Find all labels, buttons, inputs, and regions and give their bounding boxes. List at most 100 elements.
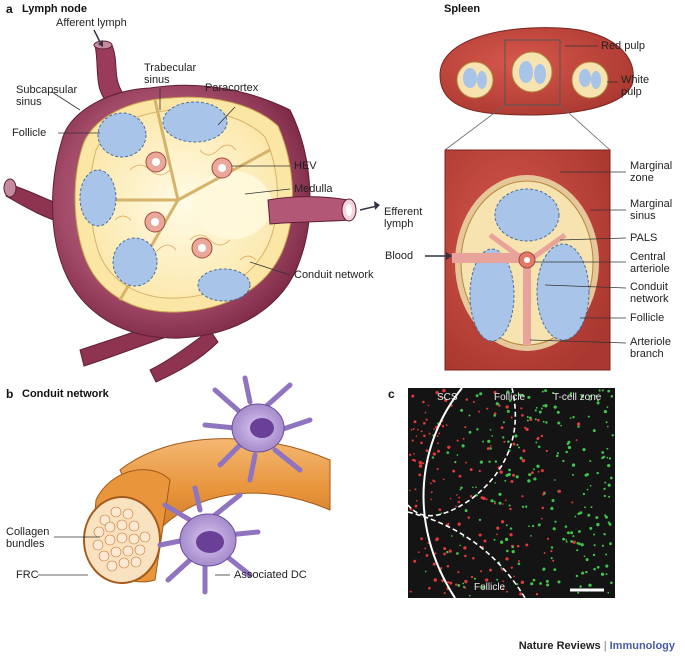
green-cell-dot (468, 430, 472, 434)
green-cell-dot (505, 524, 508, 527)
green-cell-dot (541, 390, 544, 393)
red-cell-dot (500, 520, 505, 524)
red-cell-dot (421, 462, 425, 465)
footer-separator: | (603, 640, 607, 652)
red-cell-dot (496, 526, 500, 530)
red-cell-dot (519, 592, 523, 596)
green-cell-dot (533, 477, 537, 481)
green-cell-dot (508, 468, 511, 472)
red-cell-dot (525, 427, 529, 432)
green-cell-dot (596, 471, 599, 475)
red-cell-dot (457, 571, 460, 574)
green-cell-dot (539, 582, 542, 585)
green-cell-dot (567, 445, 572, 450)
green-cell-dot (479, 392, 483, 396)
red-cell-dot (485, 498, 488, 501)
green-cell-dot (552, 527, 556, 531)
red-cell-dot (494, 502, 497, 505)
red-cell-dot (422, 421, 426, 425)
green-cell-dot (515, 475, 519, 479)
green-cell-dot (581, 571, 585, 575)
green-cell-dot (603, 494, 606, 498)
red-cell-dot (445, 424, 448, 426)
green-cell-dot (572, 535, 575, 538)
green-cell-dot (496, 578, 499, 581)
paracortex-label: Paracortex (205, 82, 259, 94)
red-cell-dot (500, 426, 504, 430)
green-cell-dot (596, 565, 600, 569)
green-cell-dot (537, 523, 541, 527)
green-cell-dot (479, 460, 484, 464)
green-cell-dot (527, 479, 531, 483)
red-cell-dot (510, 416, 513, 419)
green-cell-dot (528, 473, 532, 477)
arteriole-branch-label-1: Arteriole (630, 336, 671, 348)
green-cell-dot (459, 488, 462, 491)
red-cell-dot (432, 562, 436, 566)
green-cell-dot (550, 506, 554, 511)
red-cell-dot (443, 591, 446, 595)
red-cell-dot (456, 439, 459, 442)
green-cell-dot (607, 483, 611, 487)
green-cell-dot (443, 396, 446, 399)
green-cell-dot (517, 562, 521, 566)
marginal-sinus-label-1: Marginal (630, 198, 673, 210)
green-cell-dot (509, 399, 512, 402)
arteriole-branch-label-2: branch (630, 348, 664, 360)
green-cell-dot (589, 394, 592, 398)
green-cell-dot (457, 583, 461, 587)
red-cell-dot (506, 590, 508, 593)
green-cell-dot (603, 532, 606, 536)
red-cell-dot (455, 583, 458, 586)
green-cell-dot (500, 567, 503, 569)
conduit-network-spleen-label-2: network (630, 293, 669, 305)
lymph-node-illustration (3, 29, 380, 383)
red-cell-dot (537, 436, 540, 440)
green-cell-dot (518, 393, 522, 397)
follicle-top-label: Follicle (494, 392, 526, 403)
green-cell-dot (535, 406, 538, 409)
green-cell-dot (487, 439, 491, 444)
green-cell-dot (431, 456, 435, 459)
red-cell-dot (478, 533, 482, 537)
red-cell-dot (413, 559, 417, 563)
red-cell-dot (496, 533, 498, 536)
red-cell-dot (504, 499, 507, 502)
green-cell-dot (493, 414, 496, 417)
green-cell-dot (535, 441, 538, 444)
red-cell-dot (425, 418, 428, 421)
red-cell-dot (518, 560, 520, 563)
green-cell-dot (493, 500, 496, 503)
dc-associated (157, 485, 261, 595)
green-cell-dot (569, 392, 573, 395)
red-cell-dot (446, 565, 450, 568)
green-cell-dot (545, 579, 549, 583)
green-cell-dot (555, 454, 559, 458)
green-cell-dot (587, 415, 590, 418)
red-cell-dot (418, 464, 423, 468)
green-cell-dot (586, 472, 589, 476)
central-arteriole-label-1: Central (630, 251, 666, 263)
red-cell-dot (449, 581, 453, 585)
conduit-illustration (38, 375, 331, 595)
scs-label: SCS (437, 392, 458, 403)
green-cell-dot (544, 404, 548, 408)
red-cell-dot (408, 453, 412, 456)
red-cell-dot (462, 437, 465, 440)
green-cell-dot (504, 537, 509, 542)
red-cell-dot (489, 568, 492, 572)
red-cell-dot (458, 496, 461, 499)
green-cell-dot (576, 549, 579, 552)
red-cell-dot (446, 523, 450, 526)
green-cell-dot (476, 428, 479, 431)
red-cell-dot (447, 581, 450, 584)
red-cell-dot (425, 449, 429, 453)
green-cell-dot (475, 394, 479, 398)
green-cell-dot (542, 404, 545, 407)
red-cell-dot (535, 593, 539, 596)
red-cell-dot (413, 452, 415, 455)
green-cell-dot (610, 395, 614, 398)
red-cell-dot (448, 549, 452, 553)
red-cell-dot (490, 445, 492, 447)
green-cell-dot (532, 468, 535, 471)
